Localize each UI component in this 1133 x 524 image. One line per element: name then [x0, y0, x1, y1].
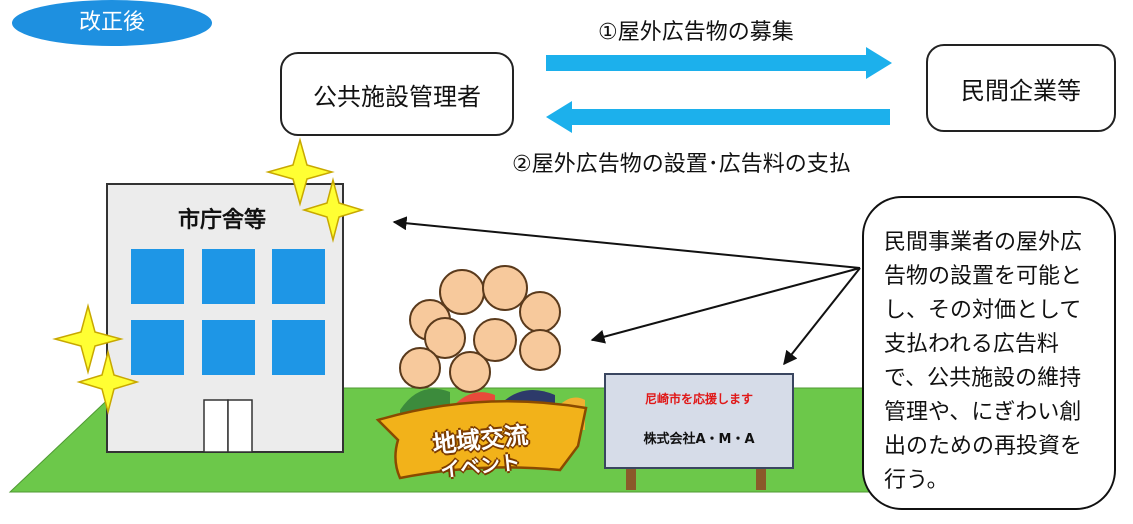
pointer-to-signboard — [783, 267, 861, 366]
arrow-payment — [546, 101, 890, 133]
sparkle-icon — [52, 137, 365, 415]
pointer-to-event — [590, 267, 861, 344]
signboard-post-left — [626, 466, 636, 490]
callout-text: 民間事業者の屋外広告物の設置を可能とし、その対価として支払われる広告料で、公共施… — [884, 230, 1083, 493]
payment-label: ②屋外広告物の設置･広告料の支払 — [512, 152, 851, 177]
event-banner — [375, 400, 588, 480]
building-windows — [131, 249, 325, 375]
pointer-to-building — [392, 216, 861, 269]
private-company-box: 民間企業等 — [926, 44, 1116, 132]
signboard — [604, 373, 794, 469]
facility-manager-box: 公共施設管理者 — [280, 52, 514, 136]
signboard-line1: 尼崎市を応援します — [644, 392, 753, 406]
recruit-label: ①屋外広告物の募集 — [598, 20, 794, 45]
signboard-line2: 株式会社A・M・A — [643, 432, 755, 447]
after-revision-badge: 改正後 — [12, 0, 212, 46]
building-door — [203, 399, 253, 453]
arrow-recruit — [546, 47, 892, 79]
building-label: 市庁舎等 — [178, 208, 267, 233]
callout-bubble — [862, 196, 1116, 510]
signboard-post-right — [756, 466, 766, 490]
